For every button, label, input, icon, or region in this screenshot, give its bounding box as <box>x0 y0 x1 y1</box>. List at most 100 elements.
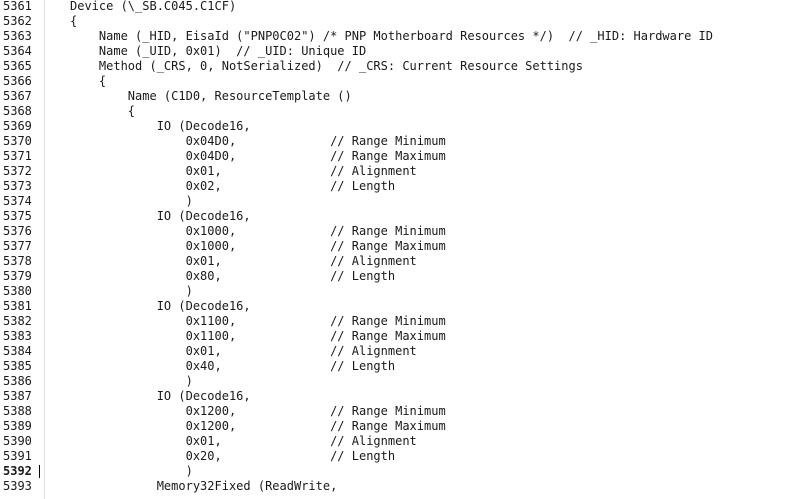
code-text[interactable]: { <box>70 14 78 28</box>
line-number: 5368 <box>3 104 32 118</box>
code-line[interactable]: 5392 ) <box>0 464 788 479</box>
code-line[interactable]: 5364 Name (_UID, 0x01) // _UID: Unique I… <box>0 44 788 59</box>
line-number: 5370 <box>3 134 32 148</box>
line-number: 5375 <box>3 209 32 223</box>
code-line[interactable]: 5373 0x02, // Length <box>0 179 788 194</box>
code-line[interactable]: 5386 ) <box>0 374 788 389</box>
code-line[interactable]: 5374 ) <box>0 194 788 209</box>
line-number: 5380 <box>3 284 32 298</box>
line-number: 5362 <box>3 14 32 28</box>
line-number: 5385 <box>3 359 32 373</box>
line-number: 5374 <box>3 194 32 208</box>
code-line[interactable]: 5363 Name (_HID, EisaId ("PNP0C02") /* P… <box>0 29 788 44</box>
code-line[interactable]: 5378 0x01, // Alignment <box>0 254 788 269</box>
code-text[interactable]: IO (Decode16, <box>70 389 251 403</box>
code-line[interactable]: 5362 { <box>0 14 788 29</box>
line-number: 5384 <box>3 344 32 358</box>
code-text[interactable]: 0x1000, // Range Maximum <box>70 239 446 253</box>
text-cursor <box>39 465 40 478</box>
code-text[interactable]: { <box>70 74 107 88</box>
code-text[interactable]: IO (Decode16, <box>70 299 251 313</box>
code-text[interactable]: 0x04D0, // Range Maximum <box>70 149 446 163</box>
code-text[interactable]: Name (_HID, EisaId ("PNP0C02") /* PNP Mo… <box>70 29 713 43</box>
code-text[interactable]: 0x1200, // Range Maximum <box>70 419 446 433</box>
line-number-gutter <box>0 0 44 499</box>
code-text[interactable]: 0x1000, // Range Minimum <box>70 224 446 238</box>
code-text[interactable]: ) <box>70 374 193 388</box>
line-number: 5377 <box>3 239 32 253</box>
code-line[interactable]: 5391 0x20, // Length <box>0 449 788 464</box>
gutter-divider <box>44 0 45 499</box>
code-text[interactable]: IO (Decode16, <box>70 119 251 133</box>
code-text[interactable]: Method (_CRS, 0, NotSerialized) // _CRS:… <box>70 59 583 73</box>
line-number: 5366 <box>3 74 32 88</box>
line-number: 5373 <box>3 179 32 193</box>
code-line[interactable]: 5375 IO (Decode16, <box>0 209 788 224</box>
line-number: 5369 <box>3 119 32 133</box>
code-line[interactable]: 5369 IO (Decode16, <box>0 119 788 134</box>
line-number: 5379 <box>3 269 32 283</box>
code-text[interactable]: Name (_UID, 0x01) // _UID: Unique ID <box>70 44 367 58</box>
line-number: 5388 <box>3 404 32 418</box>
line-number: 5382 <box>3 314 32 328</box>
code-text[interactable]: 0x1100, // Range Minimum <box>70 314 446 328</box>
code-text[interactable]: 0x01, // Alignment <box>70 254 417 268</box>
line-number: 5367 <box>3 89 32 103</box>
line-number: 5378 <box>3 254 32 268</box>
code-line[interactable]: 5384 0x01, // Alignment <box>0 344 788 359</box>
code-line[interactable]: 5365 Method (_CRS, 0, NotSerialized) // … <box>0 59 788 74</box>
line-number: 5376 <box>3 224 32 238</box>
code-text[interactable]: Device (\_SB.C045.C1CF) <box>70 0 237 13</box>
code-line[interactable]: 5361 Device (\_SB.C045.C1CF) <box>0 0 788 14</box>
code-line[interactable]: 5377 0x1000, // Range Maximum <box>0 239 788 254</box>
code-text[interactable]: 0x20, // Length <box>70 449 396 463</box>
code-line[interactable]: 5372 0x01, // Alignment <box>0 164 788 179</box>
line-number: 5392 <box>3 464 32 478</box>
line-number: 5365 <box>3 59 32 73</box>
line-number: 5381 <box>3 299 32 313</box>
code-line[interactable]: 5381 IO (Decode16, <box>0 299 788 314</box>
code-text[interactable]: { <box>70 104 136 118</box>
code-line[interactable]: 5393 Memory32Fixed (ReadWrite, <box>0 479 788 494</box>
code-line[interactable]: 5388 0x1200, // Range Minimum <box>0 404 788 419</box>
code-text[interactable]: ) <box>70 284 193 298</box>
code-line[interactable]: 5382 0x1100, // Range Minimum <box>0 314 788 329</box>
code-line[interactable]: 5367 Name (C1D0, ResourceTemplate () <box>0 89 788 104</box>
code-line[interactable]: 5371 0x04D0, // Range Maximum <box>0 149 788 164</box>
code-text[interactable]: 0x80, // Length <box>70 269 396 283</box>
code-line[interactable]: 5370 0x04D0, // Range Minimum <box>0 134 788 149</box>
code-text[interactable]: 0x01, // Alignment <box>70 344 417 358</box>
code-text[interactable]: 0x01, // Alignment <box>70 434 417 448</box>
code-text[interactable]: Memory32Fixed (ReadWrite, <box>70 479 338 493</box>
line-number: 5387 <box>3 389 32 403</box>
code-line[interactable]: 5383 0x1100, // Range Maximum <box>0 329 788 344</box>
code-line[interactable]: 5376 0x1000, // Range Minimum <box>0 224 788 239</box>
code-text[interactable]: 0x04D0, // Range Minimum <box>70 134 446 148</box>
code-line[interactable]: 5389 0x1200, // Range Maximum <box>0 419 788 434</box>
line-number: 5371 <box>3 149 32 163</box>
code-text[interactable]: 0x1100, // Range Maximum <box>70 329 446 343</box>
line-number: 5393 <box>3 479 32 493</box>
code-line[interactable]: 5379 0x80, // Length <box>0 269 788 284</box>
code-text[interactable]: Name (C1D0, ResourceTemplate () <box>70 89 352 103</box>
line-number: 5390 <box>3 434 32 448</box>
line-number: 5389 <box>3 419 32 433</box>
code-text[interactable]: IO (Decode16, <box>70 209 251 223</box>
line-number: 5383 <box>3 329 32 343</box>
code-text[interactable]: 0x02, // Length <box>70 179 396 193</box>
line-number: 5386 <box>3 374 32 388</box>
code-text[interactable]: ) <box>70 464 193 478</box>
line-number: 5361 <box>3 0 32 13</box>
code-line[interactable]: 5385 0x40, // Length <box>0 359 788 374</box>
code-line[interactable]: 5390 0x01, // Alignment <box>0 434 788 449</box>
code-text[interactable]: 0x1200, // Range Minimum <box>70 404 446 418</box>
line-number: 5363 <box>3 29 32 43</box>
code-line[interactable]: 5380 ) <box>0 284 788 299</box>
code-text[interactable]: 0x40, // Length <box>70 359 396 373</box>
code-text[interactable]: ) <box>70 194 193 208</box>
code-line[interactable]: 5387 IO (Decode16, <box>0 389 788 404</box>
code-line[interactable]: 5366 { <box>0 74 788 89</box>
code-text[interactable]: 0x01, // Alignment <box>70 164 417 178</box>
code-line[interactable]: 5368 { <box>0 104 788 119</box>
